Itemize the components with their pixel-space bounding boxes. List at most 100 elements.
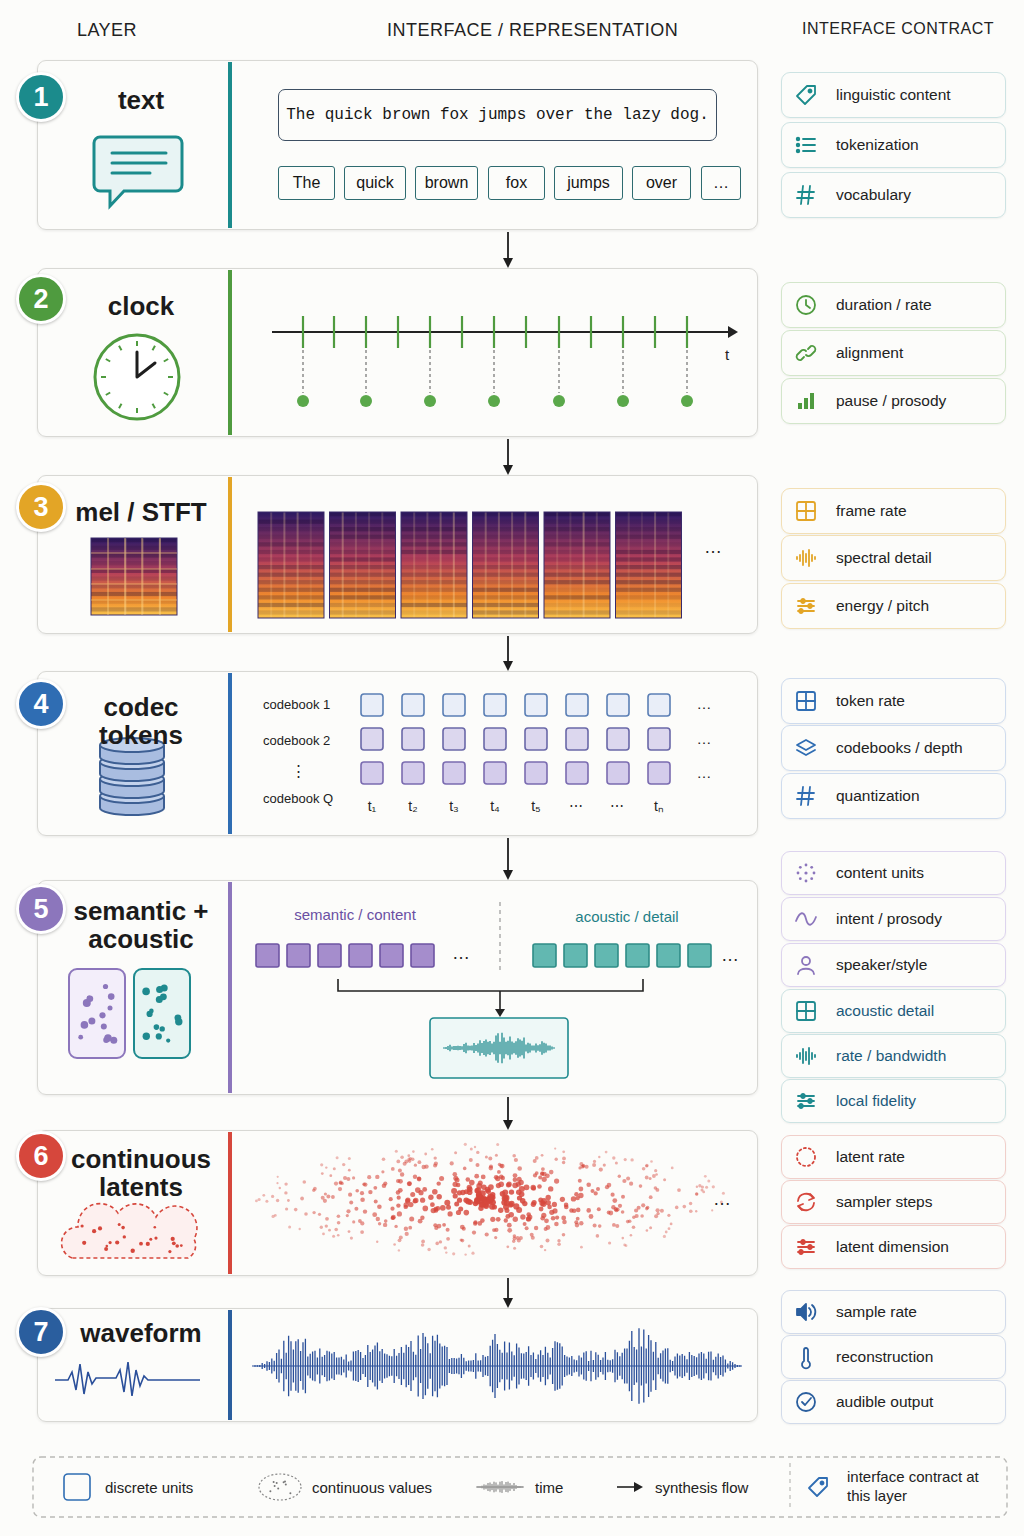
contract-icon <box>797 1002 815 1020</box>
latent-cloud <box>485 1232 489 1236</box>
mel-spectrogram <box>473 512 539 618</box>
contract-icon <box>798 599 814 613</box>
codebook-token <box>648 694 670 716</box>
contract-text: acoustic detail <box>836 990 934 1032</box>
mel-spectrogram <box>283 512 285 618</box>
mel-spectrogram <box>473 535 539 539</box>
codebook-token <box>525 728 547 750</box>
mel-spectrogram <box>473 580 539 584</box>
layer-number-badge: 4 <box>16 679 66 729</box>
legend-sample <box>284 1480 286 1482</box>
clock-icon <box>168 376 173 378</box>
layer-number-badge: 6 <box>16 1131 66 1181</box>
contract-box: token rate <box>781 678 1006 724</box>
contract-box: intent / prosody <box>781 897 1006 941</box>
latent-cloud <box>391 1215 396 1220</box>
contract-box: rate / bandwidth <box>781 1034 1006 1078</box>
layer-title: mel / STFT <box>61 498 221 526</box>
codebook-token <box>484 728 506 750</box>
latent-cloud <box>363 1209 367 1213</box>
mel-spectrogram <box>616 512 682 618</box>
latent-cloud <box>495 1154 498 1157</box>
flow-arrow <box>507 439 509 473</box>
latent-cloud <box>324 1192 327 1195</box>
latent-cloud <box>562 1233 566 1237</box>
latent-cloud <box>618 1204 622 1208</box>
contract-icon <box>798 1240 814 1254</box>
layer-title: semantic + acoustic <box>61 897 221 953</box>
latent-cloud <box>445 1251 447 1253</box>
mel-spectrogram <box>258 535 324 539</box>
contract-box: spectral detail <box>781 535 1006 581</box>
diagram-label: ⋯ <box>497 797 737 815</box>
latent-cloud <box>704 1175 707 1178</box>
sentence-text: The quick brown fox jumps over the lazy … <box>286 105 708 125</box>
latent-cloud <box>276 1199 279 1202</box>
clock-icon <box>95 335 179 419</box>
latent-cloud <box>396 1203 400 1207</box>
latent-cloud <box>639 1184 643 1188</box>
latent-cloud <box>430 1202 435 1207</box>
latent-cloud <box>548 1186 553 1191</box>
semantic-acoustic-units <box>430 1018 568 1078</box>
latent-cloud <box>457 1190 462 1195</box>
latent-cloud <box>321 1172 324 1175</box>
latent-cloud <box>378 1222 381 1225</box>
contract-icon <box>797 872 800 875</box>
latent-cloud <box>276 1182 278 1184</box>
layer-title: waveform <box>61 1319 221 1347</box>
latent-cloud <box>393 1243 396 1246</box>
latent-cloud <box>391 1167 395 1171</box>
contract-icon <box>805 864 808 867</box>
latent-cloud <box>481 1185 486 1190</box>
latent-cloud <box>652 1174 656 1178</box>
mel-spectrogram <box>654 512 656 618</box>
contract-box: latent dimension <box>781 1225 1006 1269</box>
latent-cloud <box>453 1176 458 1181</box>
latent-cloud <box>531 1186 536 1191</box>
contract-box: local fidelity <box>781 1079 1006 1123</box>
panel-divider <box>228 673 232 834</box>
latent-cloud <box>506 1183 511 1188</box>
latent-cloud <box>540 1172 544 1176</box>
mel-icon <box>91 546 177 550</box>
latent-cloud <box>596 1187 600 1191</box>
timeline <box>681 395 693 407</box>
mel-spectrogram <box>401 512 467 618</box>
contract-text: linguistic content <box>836 73 951 117</box>
contract-icon <box>797 1048 815 1064</box>
latent-cloud <box>698 1184 701 1187</box>
mel-spectrogram <box>258 512 324 618</box>
latent-cloud <box>557 1243 561 1247</box>
mel-spectrogram <box>368 512 370 618</box>
latent-cloud <box>637 1206 641 1210</box>
mel-spectrogram <box>258 595 324 599</box>
codebook-token <box>443 694 465 716</box>
latent-cloud <box>531 1202 536 1207</box>
diagram-label: … <box>341 942 581 965</box>
latent-cloud <box>640 1214 644 1218</box>
timeline <box>558 316 560 348</box>
contract-box: energy / pitch <box>781 583 1006 629</box>
timeline <box>686 316 688 348</box>
mel-spectrogram <box>330 557 396 561</box>
latent-cloud <box>656 1208 660 1212</box>
latent-cloud <box>442 1223 446 1227</box>
timeline <box>272 316 738 407</box>
latent-cloud <box>621 1210 625 1214</box>
latent-cloud <box>665 1231 668 1234</box>
mel-spectrogram <box>616 535 682 539</box>
latent-cloud <box>513 1203 519 1209</box>
mel-spectrogram <box>544 542 610 546</box>
layer-title: text <box>61 86 221 114</box>
contract-icon <box>796 86 816 1411</box>
token-box: jumps <box>554 166 623 200</box>
latent-cloud <box>622 1237 625 1240</box>
mel-spectrogram <box>473 550 539 554</box>
semantic-acoustic-icon <box>108 993 115 1000</box>
latent-cloud <box>540 1245 544 1249</box>
legend-text: synthesis flow <box>655 1478 748 1497</box>
timeline <box>525 316 527 348</box>
contract-icon <box>797 1148 815 1166</box>
latent-cloud <box>492 1228 496 1232</box>
